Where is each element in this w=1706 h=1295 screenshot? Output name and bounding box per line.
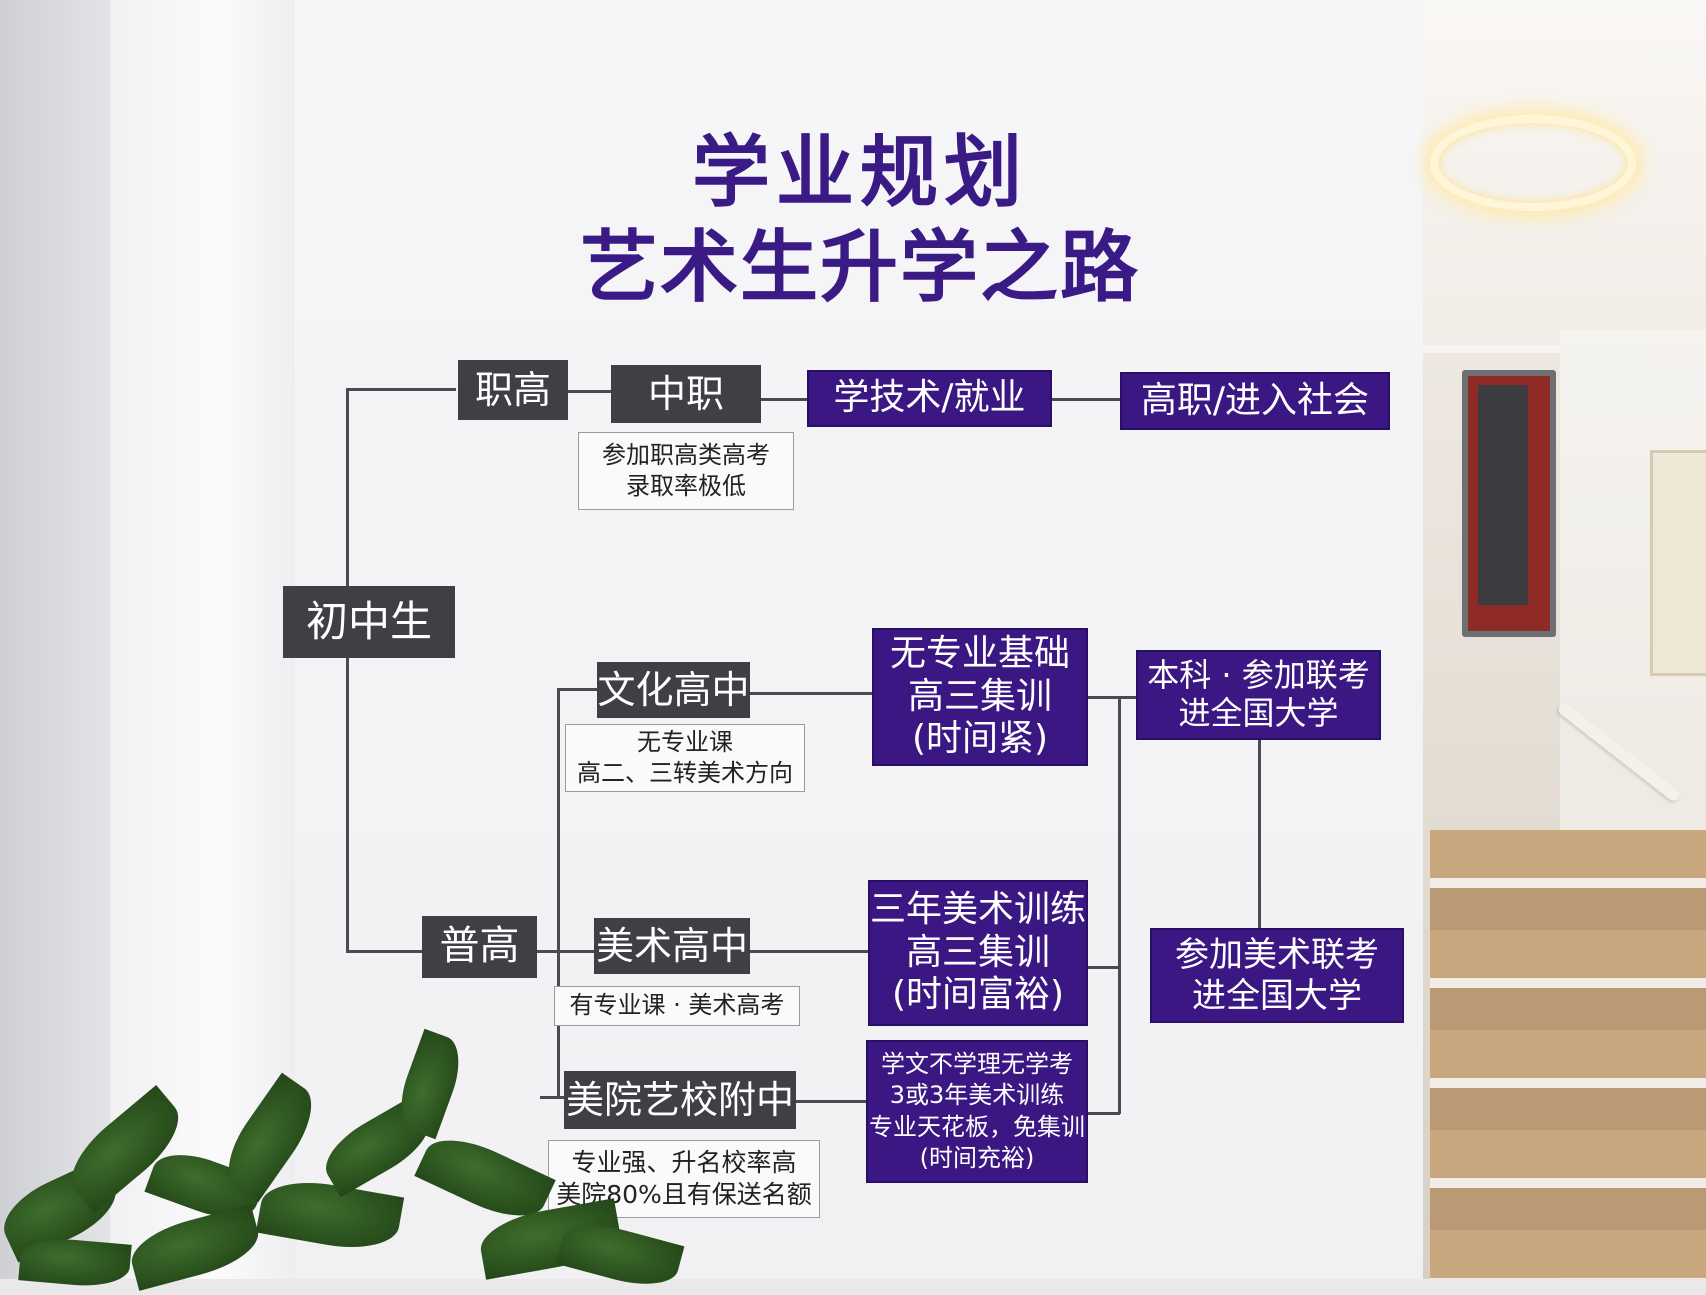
- connector-merge-meishu: [1088, 966, 1120, 969]
- connector-zhigao: [346, 388, 456, 391]
- path-meiyuan-line-1: 学文不学理无学考: [881, 1050, 1073, 1079]
- connector-wenhua: [557, 688, 597, 691]
- connector-wenhua-path: [750, 692, 872, 695]
- node-skill-job: 学技术/就业: [807, 370, 1052, 427]
- node-start: 初中生: [283, 586, 455, 658]
- connector-zhigao-zhongzhi: [568, 390, 611, 393]
- connector-skill-vocational: [1052, 398, 1122, 401]
- path-meiyuan-line-4: (时间充裕): [919, 1143, 1035, 1172]
- connector-meishu-path: [750, 950, 868, 953]
- zhongzhi-note: 参加职高类高考 录取率极低: [578, 432, 794, 510]
- path-wenhua-line-2: 高三集训: [907, 675, 1052, 717]
- connector-meiyuan: [540, 1096, 568, 1099]
- result-art-line-1: 参加美术联考: [1175, 935, 1379, 976]
- connector-branch-vertical: [557, 688, 560, 1098]
- ceiling-lamp: [1430, 115, 1636, 211]
- stairs: [1430, 830, 1706, 1279]
- node-wenhua: 文化高中: [597, 662, 750, 718]
- connector-trunk: [346, 388, 349, 953]
- path-meiyuan-line-3: 专业天花板，免集训: [869, 1112, 1085, 1141]
- wall-panel: [1650, 450, 1706, 676]
- path-meishu-line-3: (时间富裕): [891, 974, 1065, 1016]
- connector-merge-vertical: [1118, 696, 1121, 1114]
- left-wall: [0, 0, 110, 1279]
- wall-pillar: [110, 0, 295, 1279]
- zhongzhi-note-line-2: 录取率极低: [626, 472, 746, 500]
- node-meishu: 美术高中: [594, 918, 750, 974]
- main-wall: [295, 0, 1423, 1279]
- node-zhongzhi: 中职: [611, 365, 761, 423]
- connector-pugao: [346, 950, 422, 953]
- node-meiyuan: 美院艺校附中: [564, 1071, 796, 1129]
- node-pugao: 普高: [422, 916, 537, 978]
- path-wenhua-line-1: 无专业基础: [889, 633, 1070, 675]
- zhongzhi-note-line-1: 参加职高类高考: [602, 440, 770, 469]
- wenhua-note-line-2: 高二、三转美术方向: [577, 759, 793, 787]
- title-line-2: 艺术生升学之路: [579, 223, 1140, 313]
- result-art-line-2: 进全国大学: [1192, 975, 1362, 1016]
- path-meishu-line-1: 三年美术训练: [870, 889, 1087, 931]
- connector-results-vertical: [1258, 738, 1261, 930]
- connector-meiyuan-path: [796, 1100, 866, 1103]
- meiyuan-note-line-1: 专业强、升名校率高: [571, 1147, 797, 1177]
- wenhua-note-line-1: 无专业课: [637, 727, 733, 756]
- node-vocational-society: 高职/进入社会: [1120, 372, 1390, 430]
- title-line-1: 学业规划: [691, 128, 1028, 218]
- connector-zhongzhi-skill: [760, 398, 808, 401]
- result-art: 参加美术联考 进全国大学: [1150, 928, 1404, 1023]
- connector-merge-wenhua: [1088, 696, 1136, 699]
- meishu-note: 有专业课 · 美术高考: [554, 986, 800, 1026]
- connector-merge-meiyuan: [1088, 1112, 1120, 1115]
- fire-cabinet-glass: [1478, 385, 1528, 605]
- result-benke-line-2: 进全国大学: [1178, 694, 1339, 732]
- path-wenhua: 无专业基础 高三集训 (时间紧): [872, 628, 1088, 766]
- path-meishu-line-2: 高三集训: [905, 931, 1050, 973]
- path-wenhua-line-3: (时间紧): [911, 718, 1049, 760]
- connector-pugao-branch: [509, 950, 594, 953]
- path-meiyuan: 学文不学理无学考 3或3年美术训练 专业天花板，免集训 (时间充裕): [866, 1040, 1088, 1183]
- path-meishu: 三年美术训练 高三集训 (时间富裕): [868, 880, 1088, 1026]
- node-zhigao: 职高: [458, 360, 568, 420]
- wenhua-note: 无专业课 高二、三转美术方向: [565, 724, 805, 792]
- result-benke-line-1: 本科 · 参加联考: [1147, 656, 1370, 695]
- path-meiyuan-line-2: 3或3年美术训练: [889, 1081, 1065, 1110]
- result-benke: 本科 · 参加联考 进全国大学: [1136, 650, 1381, 740]
